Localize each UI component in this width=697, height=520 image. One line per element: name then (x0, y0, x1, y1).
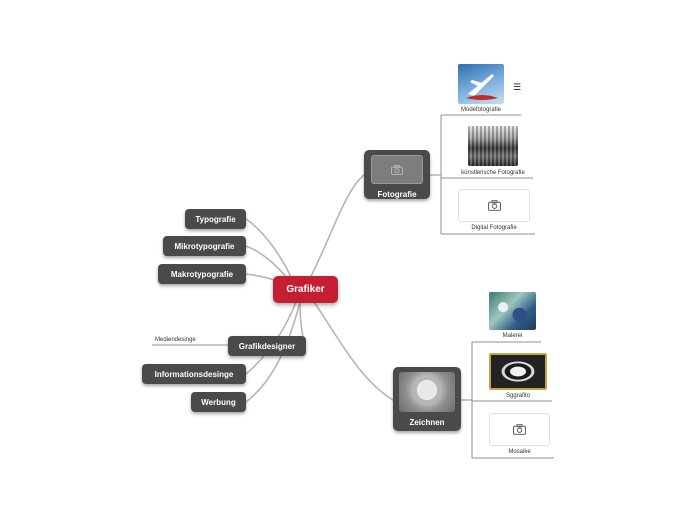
node-label: Werbung (201, 397, 236, 407)
bracket-zeichnen (461, 341, 554, 459)
sggrafito-image[interactable] (489, 353, 547, 390)
zeichnen-image (399, 372, 455, 412)
digital-fotografie-image-placeholder[interactable] (458, 189, 530, 222)
modefotografie-image[interactable] (458, 64, 504, 104)
node-werbung[interactable]: Werbung (191, 392, 246, 412)
camera-icon (487, 200, 501, 211)
connector-werbung (245, 301, 301, 403)
leaf-sggrafito[interactable]: Sggrafito (505, 393, 530, 399)
camera-icon (391, 164, 403, 175)
node-zeichnen[interactable]: Zeichnen (393, 367, 461, 431)
node-fotografie[interactable]: Fotografie (364, 150, 430, 199)
leaf-mediendesinge[interactable]: Mediendesinge (155, 337, 196, 343)
root-node[interactable]: Grafiker (273, 276, 338, 303)
root-label: Grafiker (286, 284, 325, 295)
fotografie-label: Fotografie (377, 190, 417, 199)
plane-photo (466, 74, 498, 100)
mosaike-image-placeholder[interactable] (489, 413, 550, 446)
connector-fotografie (309, 174, 365, 279)
camera-icon (513, 424, 526, 435)
leaf-kuenstlerische-fotografie[interactable]: künstlerische Fotografie (461, 170, 525, 176)
node-makrotypografie[interactable]: Makrotypografie (158, 264, 246, 284)
malerei-image[interactable] (489, 292, 536, 330)
fotografie-image-placeholder (371, 155, 423, 184)
node-typografie[interactable]: Typografie (185, 209, 246, 229)
bracket-fotografie (430, 114, 535, 235)
leaf-digital-fotografie[interactable]: Digital Fotografie (471, 225, 517, 231)
node-informationsdesinge[interactable]: Informationsdesinge (142, 364, 246, 384)
node-label: Typografie (195, 214, 236, 224)
leaf-malerei[interactable]: Malerei (502, 333, 523, 339)
zeichnen-label: Zeichnen (409, 418, 445, 427)
node-label: Mikrotypografie (174, 241, 235, 251)
connector-zeichnen (313, 301, 394, 401)
menu-lines-icon[interactable]: ☰ (513, 82, 522, 92)
node-label: Informationsdesinge (154, 369, 234, 379)
node-mikrotypografie[interactable]: Mikrotypografie (163, 236, 246, 256)
node-label: Makrotypografie (170, 269, 234, 279)
node-grafikdesigner[interactable]: Grafikdesigner (228, 336, 306, 356)
leaf-modefotografie[interactable]: Modefotografie (460, 107, 502, 113)
node-label: Grafikdesigner (238, 341, 296, 351)
leaf-mosaike[interactable]: Mosaike (508, 449, 531, 455)
kuenstlerische-fotografie-image[interactable] (468, 126, 518, 166)
